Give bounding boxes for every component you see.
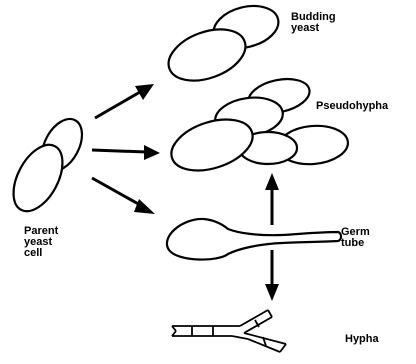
arrow-germ-tube-to-pseudohypha <box>265 173 279 225</box>
pseudohypha-cells <box>165 74 350 180</box>
hypha-structure <box>172 310 286 352</box>
arrow-germ-tube-to-hypha <box>265 250 279 301</box>
germ-tube-outline <box>167 219 341 260</box>
germ-tube-cell <box>167 219 341 260</box>
arrow-to-germ-tube <box>92 178 155 214</box>
arrow-to-budding-yeast <box>95 84 154 118</box>
germ-tube-label: Germ tube <box>341 227 370 249</box>
budding-yeast-cells <box>162 0 283 90</box>
arrow-to-pseudohypha <box>92 145 160 160</box>
pseudohypha-label: Pseudohypha <box>316 101 388 112</box>
budding-yeast-label: Budding yeast <box>291 12 336 34</box>
parent-yeast-cell <box>3 112 90 219</box>
hypha-label: Hypha <box>345 334 379 345</box>
parent-yeast-cell-label: Parent yeast cell <box>24 226 58 259</box>
